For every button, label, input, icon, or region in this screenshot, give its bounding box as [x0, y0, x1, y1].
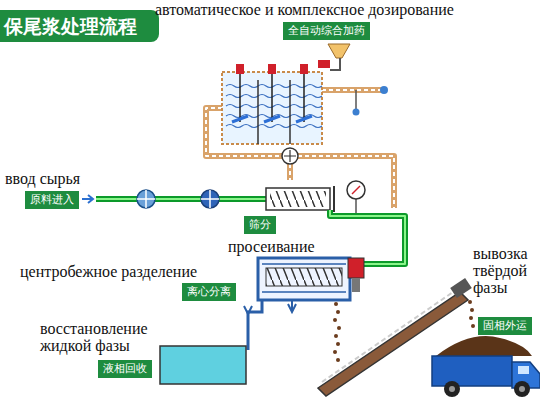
title-banner: 保尾浆处理流程: [0, 10, 159, 42]
step-heading: восстановление жидкой фазы: [40, 320, 158, 354]
step-heading: вывозка твёрдой фазы: [473, 245, 537, 296]
step-box: просеивание筛分: [244, 216, 276, 234]
step-label: 全自动综合加药: [288, 24, 365, 38]
step-box: центробежное разделение离心分离: [182, 283, 236, 301]
step-box: вывозка твёрдой фазы固相外运: [478, 317, 532, 335]
step-box: ввод сырья原料进入: [25, 191, 79, 209]
step-heading: просеивание: [228, 238, 315, 255]
step-heading: ввод сырья: [5, 170, 80, 187]
step-label: 原料进入: [30, 193, 74, 207]
step-heading: автоматическое и комплексное дозирование: [155, 1, 454, 18]
step-label: 液相回收: [103, 362, 147, 376]
step-heading: центробежное разделение: [20, 263, 197, 280]
step-label: 离心分离: [187, 285, 231, 299]
step-box: автоматическое и комплексное дозирование…: [283, 22, 370, 40]
step-label: 固相外运: [483, 319, 527, 333]
step-box: восстановление жидкой фазы液相回收: [98, 360, 152, 378]
step-label: 筛分: [249, 218, 271, 232]
